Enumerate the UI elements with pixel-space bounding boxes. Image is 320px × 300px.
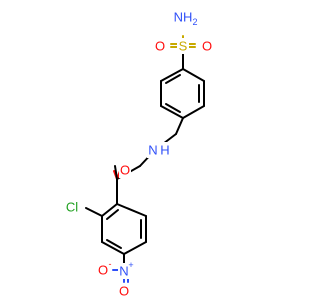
amide-n-label-bg bbox=[147, 142, 159, 158]
nitro-o-bottom-label-text: O bbox=[119, 284, 129, 299]
amide-o-label-text: O bbox=[120, 163, 130, 178]
amide-h-label: H bbox=[159, 142, 171, 158]
chloro-label-bg bbox=[62, 199, 82, 215]
sulfonyl-o-right-label: O bbox=[201, 38, 213, 54]
amide-o-label-bg bbox=[119, 162, 131, 178]
sulfonyl-o-right-label-bg bbox=[201, 38, 213, 54]
sulfonyl-o-left-label: O bbox=[154, 38, 166, 54]
sulfonyl-o-left-label-text: O bbox=[155, 39, 165, 54]
nitro-o-bottom-label-bg bbox=[118, 283, 130, 299]
amide-h-label-text: H bbox=[160, 143, 169, 158]
nitro-o-left-label-charge: - bbox=[109, 259, 112, 269]
nitro-n-label-bg bbox=[118, 263, 130, 279]
bond-lines bbox=[85, 35, 205, 283]
amide-n-label-text: N bbox=[148, 143, 157, 158]
amide-n-label: N bbox=[147, 142, 159, 158]
nitro-o-bottom-label: O bbox=[118, 283, 130, 299]
nitro-o-left-label: O- bbox=[97, 259, 112, 278]
chloro-label-text: Cl bbox=[66, 200, 78, 215]
nitro-o-left-label-bg bbox=[97, 262, 109, 278]
amide-h-label-bg bbox=[159, 142, 171, 158]
sulfonyl-o-right-label-text: O bbox=[202, 39, 212, 54]
sulfonamide-nh2-label-text: NH bbox=[174, 10, 193, 25]
nitro-o-left-label-text: O bbox=[98, 263, 108, 278]
sulfonyl-s-label-bg bbox=[177, 38, 189, 54]
sulfonamide-nh2-label-bg bbox=[173, 9, 193, 25]
sulfonyl-o-left-label-bg bbox=[154, 38, 166, 54]
chloro-label: Cl bbox=[62, 199, 82, 215]
sulfonamide-nh2-label-subscript: 2 bbox=[192, 17, 197, 27]
nitro-n-label-text: N bbox=[119, 264, 128, 279]
sulfonyl-s-label: S bbox=[177, 38, 189, 54]
nitro-n-label-charge: + bbox=[128, 260, 133, 270]
amide-o-label: O bbox=[119, 162, 131, 178]
sulfonyl-s-label-text: S bbox=[179, 39, 188, 54]
nitro-n-label: N+ bbox=[118, 260, 134, 279]
